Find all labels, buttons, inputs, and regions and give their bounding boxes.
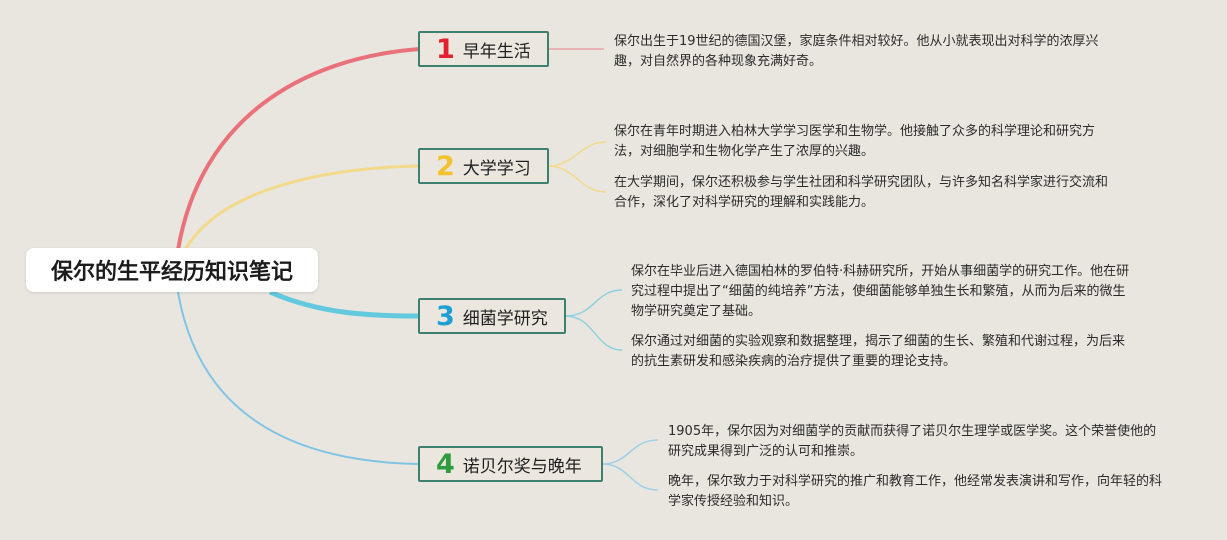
connector-branch-1 xyxy=(176,47,421,251)
branch-label: 诺贝尔奖与晚年 xyxy=(462,456,582,477)
branch-bacteriology[interactable]: 3 细菌学研究 xyxy=(418,298,566,334)
connector-branch-4 xyxy=(177,291,421,465)
note-university-2[interactable]: 在大学期间，保尔还积极参与学生社团和科学研究团队，与许多知名科学家进行交流和合作… xyxy=(614,175,1109,210)
branch-university[interactable]: 2 大学学习 xyxy=(418,148,549,184)
note-nobel-1[interactable]: 1905年，保尔因为对细菌学的贡献而获得了诺贝尔生理学或医学奖。这个荣誉使他的研… xyxy=(668,424,1157,459)
note-early-life-1[interactable]: 保尔出生于19世纪的德国汉堡，家庭条件相对较好。他从小就表现出对科学的浓厚兴趣，… xyxy=(614,34,1099,69)
root-topic[interactable]: 保尔的生平经历知识笔记 xyxy=(26,248,318,292)
connector-note-3a xyxy=(564,289,623,317)
connector-branch-2 xyxy=(183,164,421,251)
connector-note-2b xyxy=(547,165,607,193)
branch-number: 3 xyxy=(436,300,455,332)
branch-number: 1 xyxy=(436,33,455,65)
connector-note-4a xyxy=(601,439,659,465)
note-university-1[interactable]: 保尔在青年时期进入柏林大学学习医学和生物学。他接触了众多的科学理论和研究方法，对… xyxy=(614,124,1096,159)
connector-branch-3 xyxy=(268,289,421,319)
branch-label: 早年生活 xyxy=(462,41,531,62)
branch-number: 4 xyxy=(436,448,455,480)
note-bacteriology-1[interactable]: 保尔在毕业后进入德国柏林的罗伯特·科赫研究所，开始从事细菌学的研究工作。他在研究… xyxy=(631,264,1130,319)
connector-note-3b xyxy=(564,315,623,351)
note-nobel-2[interactable]: 晚年，保尔致力于对科学研究的推广和教育工作，他经常发表演讲和写作，向年轻的科学家… xyxy=(668,474,1163,509)
branch-label: 细菌学研究 xyxy=(462,308,548,329)
note-bacteriology-2[interactable]: 保尔通过对细菌的实验观察和数据整理，揭示了细菌的生长、繁殖和代谢过程，为后来的抗… xyxy=(631,334,1126,369)
branch-early-life[interactable]: 1 早年生活 xyxy=(418,31,549,67)
branch-number: 2 xyxy=(436,150,455,182)
branch-label: 大学学习 xyxy=(462,158,531,179)
connector-note-2a xyxy=(547,141,607,167)
connector-note-4b xyxy=(601,463,659,491)
branch-nobel[interactable]: 4 诺贝尔奖与晚年 xyxy=(418,446,603,482)
